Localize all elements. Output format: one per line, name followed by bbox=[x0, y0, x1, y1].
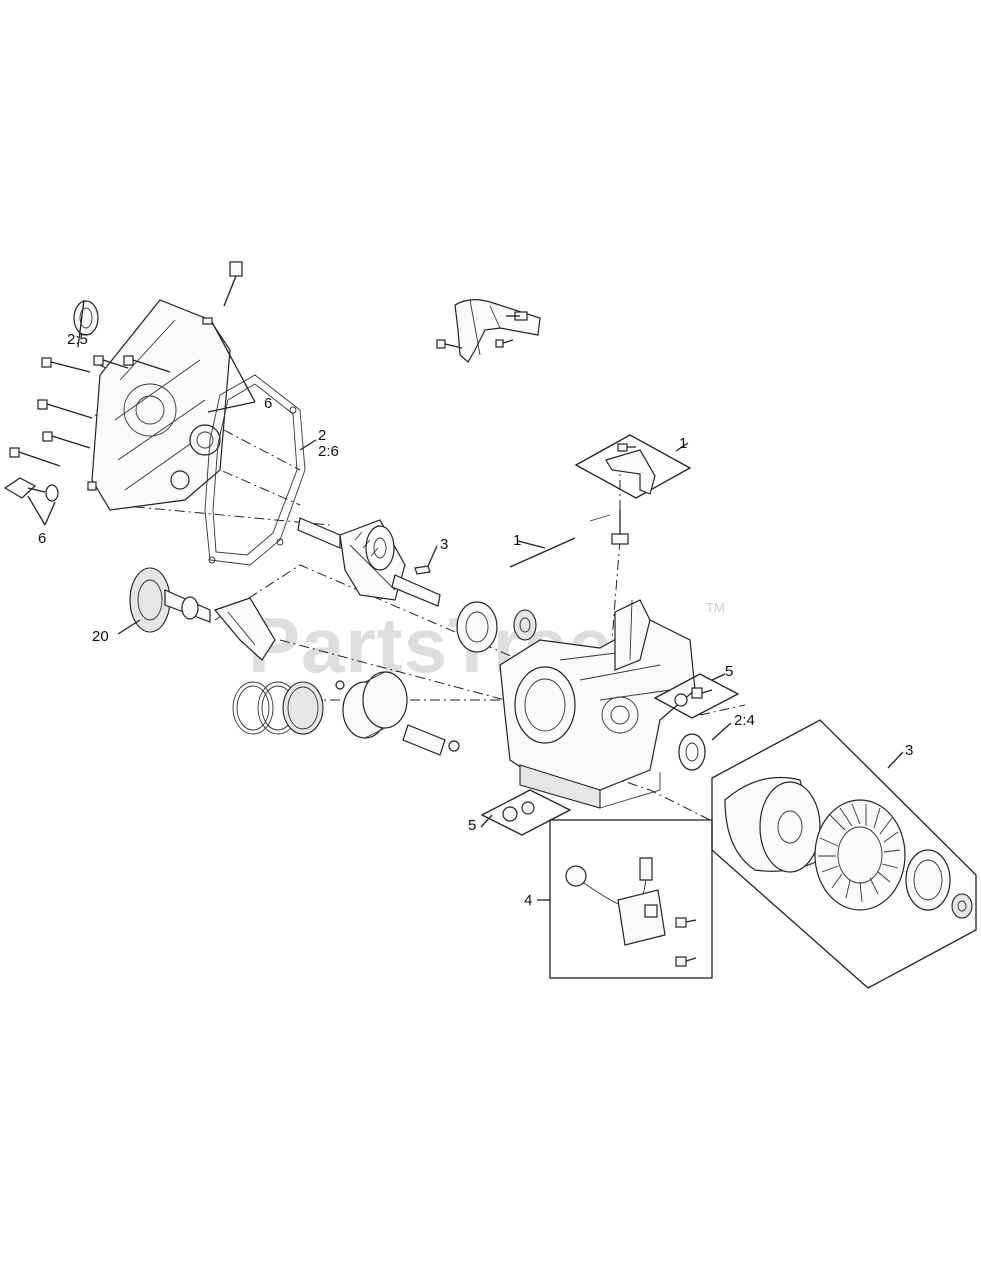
callout-labels: 2:5 6 2 2:6 6 1 1 3 20 5 2:4 3 5 4 bbox=[38, 331, 913, 909]
crankshaft-part bbox=[297, 517, 441, 607]
watermark-trademark: TM bbox=[706, 600, 725, 615]
callout-1-top: 1 bbox=[679, 435, 687, 452]
box-5-right-fasteners bbox=[653, 673, 740, 719]
box-4-ignition-coil bbox=[549, 819, 713, 979]
starter-cup-part bbox=[905, 849, 951, 911]
tappet-part bbox=[213, 597, 276, 661]
box-1-governor-lever bbox=[574, 434, 692, 499]
crankcase-cover bbox=[91, 299, 231, 511]
callout-20: 20 bbox=[92, 628, 109, 645]
camshaft-part bbox=[129, 567, 211, 633]
flywheel-nut-part bbox=[951, 893, 973, 919]
drain-plug-part bbox=[3, 477, 59, 502]
callout-3-right: 3 bbox=[905, 742, 913, 759]
cooling-fan-part bbox=[814, 799, 906, 911]
main-bearing-part bbox=[456, 601, 498, 653]
woodruff-key-part bbox=[414, 565, 431, 575]
callout-2-4: 2:4 bbox=[734, 712, 755, 729]
callout-1-mid: 1 bbox=[513, 532, 521, 549]
leader-lines bbox=[27, 299, 904, 901]
oil-plug-top-part bbox=[202, 261, 243, 325]
piston-part bbox=[335, 671, 460, 756]
piston-rings-part bbox=[232, 681, 324, 735]
top-bracket-assembly bbox=[436, 299, 541, 363]
callout-2-6: 2:6 bbox=[318, 443, 339, 460]
engine-block bbox=[499, 619, 696, 809]
callout-6-bottom: 6 bbox=[38, 530, 46, 547]
callout-6-top: 6 bbox=[264, 395, 272, 412]
callout-5-right: 5 bbox=[725, 663, 733, 680]
oil-seal-2-5-part bbox=[73, 300, 99, 336]
box-5-bottom-fasteners bbox=[480, 789, 572, 836]
callout-2: 2 bbox=[318, 427, 326, 444]
governor-rod-part bbox=[611, 510, 651, 671]
callout-4: 4 bbox=[524, 892, 532, 909]
callout-5-bottom: 5 bbox=[468, 817, 476, 834]
callout-2-5: 2:5 bbox=[67, 331, 88, 348]
callout-3-mid: 3 bbox=[440, 536, 448, 553]
cover-bolts bbox=[9, 355, 171, 491]
governor-spring-part bbox=[509, 514, 611, 568]
crank-gear-part bbox=[513, 609, 537, 641]
gasket-part bbox=[204, 374, 306, 566]
box-3-flywheel-assembly bbox=[711, 719, 977, 989]
oil-seal-2-4-part bbox=[678, 733, 706, 771]
